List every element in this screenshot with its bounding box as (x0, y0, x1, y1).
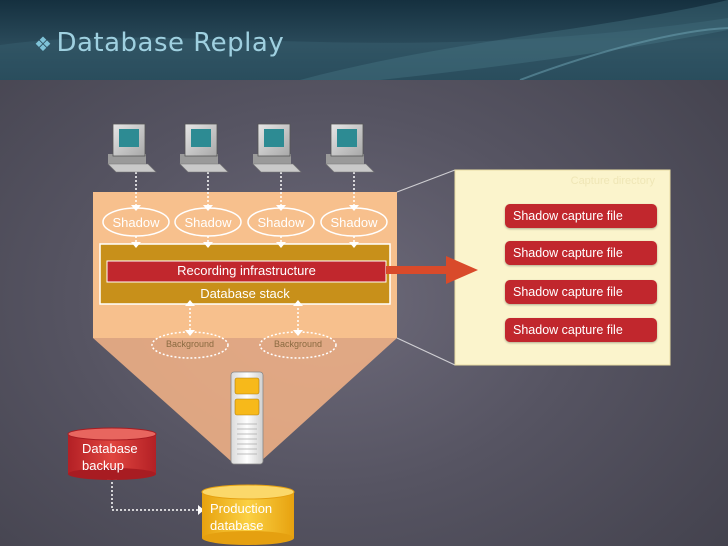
slide-title: ❖Database Replay (34, 28, 284, 58)
header-swirl-decoration (0, 0, 728, 80)
shadow-label-3: Shadow (257, 215, 305, 230)
capture-file-3: Shadow capture file (505, 280, 657, 304)
diamond-bullet-icon: ❖ (34, 32, 53, 56)
database-stack-label: Database stack (200, 286, 290, 301)
client-computer-4-icon (325, 123, 375, 173)
capture-file-1: Shadow capture file (505, 204, 657, 228)
capture-arrow (386, 256, 478, 284)
client-computer-3-icon (252, 123, 302, 173)
production-database-label: Production database (210, 501, 273, 533)
slide-title-text: Database Replay (56, 28, 285, 58)
database-backup-label: Database backup (82, 441, 138, 473)
shadow-label-4: Shadow (330, 215, 378, 230)
production-database-icon (201, 484, 295, 545)
shadow-label-1: Shadow (112, 215, 160, 230)
capture-directory-label: Capture directory (570, 175, 655, 187)
client-computer-2-icon (179, 123, 229, 173)
server-tower-icon (230, 371, 264, 465)
database-backup-icon (67, 427, 157, 480)
shadow-label-2: Shadow (184, 215, 232, 230)
client-computer-1-icon (107, 123, 157, 173)
background-oval-2 (259, 331, 337, 359)
capture-file-4: Shadow capture file (505, 318, 657, 342)
background-label-1: Background (165, 339, 215, 349)
background-label-2: Background (273, 339, 323, 349)
header-band (0, 0, 728, 80)
background-oval-1 (151, 331, 229, 359)
capture-file-2: Shadow capture file (505, 241, 657, 265)
recording-infrastructure-label: Recording infrastructure (177, 263, 316, 278)
client-computer-icons (107, 123, 375, 173)
